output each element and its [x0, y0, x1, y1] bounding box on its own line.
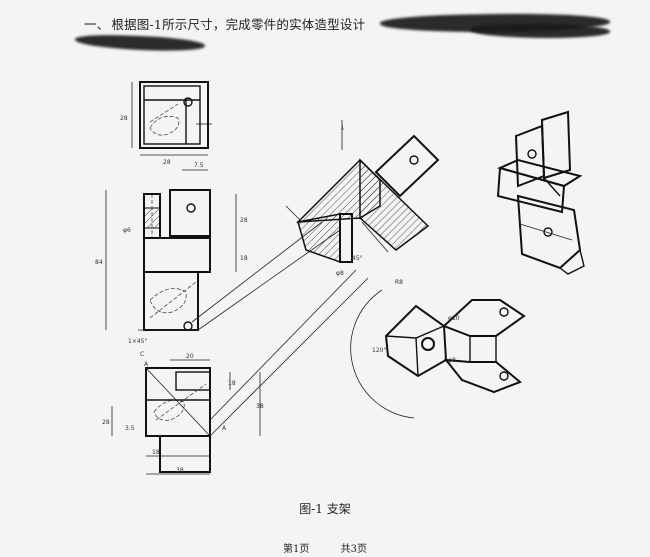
dim-chamfer: 1×45°	[128, 338, 147, 345]
dim-aux-r: R8	[395, 279, 403, 286]
redaction-blot	[470, 24, 610, 38]
figure-caption: 图-1 支架	[299, 502, 351, 516]
projection-lines: ↓	[191, 120, 369, 437]
dim-side-small: 3.5	[125, 425, 135, 432]
top-view: 28 28	[120, 81, 212, 166]
page-footer: 第1页 共3页	[0, 540, 650, 555]
question-body: 根据图-1所示尺寸，完成零件的实体造型设计	[111, 17, 366, 32]
page-total: 共3页	[340, 544, 367, 555]
arrow-mark: ↓	[340, 125, 345, 132]
dim-top-width: 28	[163, 159, 171, 166]
question-text: 一、根据图-1所示尺寸，完成零件的实体造型设计	[84, 14, 365, 33]
side-view: C A 20 18 38 28 3.5 18 38 A	[102, 351, 264, 475]
dim-front-upper: 28	[240, 217, 248, 224]
dim-top-height: 28	[120, 115, 128, 122]
dim-side-h1: 18	[228, 380, 236, 387]
dim-section-dia: φ8	[336, 270, 344, 277]
dim-side-left: 28	[102, 419, 110, 426]
dim-side-b2: 38	[176, 467, 184, 474]
dim-aux-d2: φ8	[448, 357, 456, 364]
dim-front-dia: φ6	[123, 227, 131, 234]
dim-aux-d1: φ10	[448, 315, 460, 322]
question-number: 一、	[84, 17, 110, 32]
view-mark-a2: A	[222, 425, 227, 432]
view-mark-c: C	[140, 351, 144, 358]
dim-front-lower: 18	[240, 255, 248, 262]
dim-front-offset: 7.5	[194, 162, 204, 169]
isometric-view	[496, 110, 585, 275]
auxiliary-view: 120° R8 φ10 φ8	[350, 279, 526, 419]
section-view: 45° φ8	[285, 134, 440, 277]
view-mark-a: A	[144, 361, 149, 368]
front-view: 7.5 84 φ6 28 18 1×45°	[95, 162, 248, 345]
dim-front-total: 84	[95, 259, 103, 266]
dim-section-angle: 45°	[352, 255, 363, 262]
dim-side-b1: 18	[152, 449, 160, 456]
dim-side-h2: 38	[256, 403, 264, 410]
page-number: 第1页	[283, 544, 310, 555]
dim-aux-angle: 120°	[372, 347, 386, 354]
dim-side-top: 20	[186, 353, 194, 360]
